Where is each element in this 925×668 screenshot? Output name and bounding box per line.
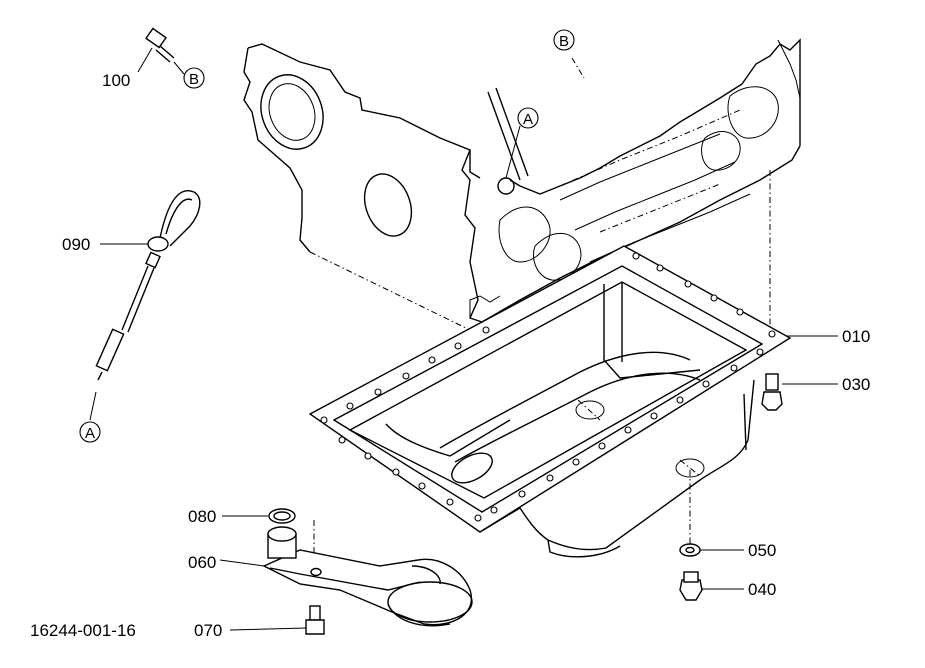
- drain-plug: [679, 571, 703, 601]
- callout-050: 050: [748, 541, 776, 560]
- reference-mark-a-block: A: [517, 107, 539, 129]
- alignment-line-b: [571, 57, 585, 79]
- part-callouts: 010 030 040 050 060 070 080 090 100: [62, 71, 870, 640]
- callout-080: 080: [188, 507, 216, 526]
- callout-090: 090: [62, 235, 90, 254]
- callout-070: 070: [194, 621, 222, 640]
- reference-mark-a-dipstick: A: [79, 421, 101, 443]
- callout-040: 040: [748, 580, 776, 599]
- flange-bolt-holes: [320, 252, 776, 522]
- dipstick: [95, 190, 201, 381]
- leader-lines: [89, 47, 838, 631]
- o-ring-080: [268, 508, 296, 524]
- drawing-number: 16244-001-16: [30, 621, 136, 640]
- oil-pan: [308, 245, 792, 558]
- callout-010: 010: [842, 327, 870, 346]
- reference-mark-a-dipstick-label: A: [85, 425, 95, 442]
- bolt-070: [305, 605, 325, 635]
- bolt-100: [145, 27, 175, 63]
- callout-100: 100: [102, 71, 130, 90]
- plug-030: [761, 373, 783, 411]
- callout-060: 060: [188, 553, 216, 572]
- reference-mark-b-top-label: B: [559, 33, 569, 50]
- reference-mark-a-block-label: A: [523, 111, 533, 128]
- callout-030: 030: [842, 375, 870, 394]
- reference-mark-b-bolt-label: B: [189, 71, 199, 88]
- engine-block: [243, 38, 801, 331]
- oil-strainer: [262, 526, 473, 627]
- reference-mark-b-top: B: [553, 29, 575, 51]
- reference-mark-b-bolt: B: [183, 67, 205, 89]
- washer-050: [679, 543, 701, 557]
